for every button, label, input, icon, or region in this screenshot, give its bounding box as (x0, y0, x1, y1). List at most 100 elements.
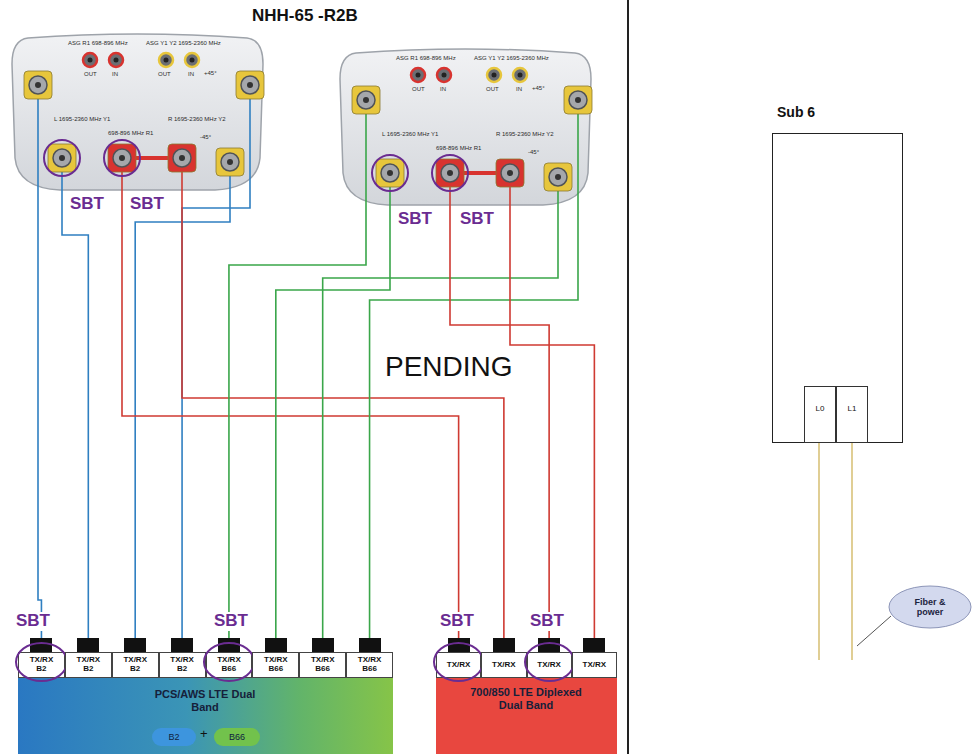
rf-port-flange (48, 144, 76, 172)
wire-stub (249, 85, 251, 192)
node-text: ASG R1 698-896 MHz (68, 40, 128, 46)
port-connector (218, 638, 240, 652)
asg-connector (513, 68, 527, 82)
rf-port-pin (555, 174, 561, 180)
port-cell: TX/RX B66 (346, 652, 393, 678)
radio-port: TX/RX (527, 638, 572, 678)
antenna-housing (12, 34, 263, 190)
coax-jumper (182, 192, 250, 638)
port-cell: TX/RX (572, 652, 617, 678)
asg-connector (83, 53, 97, 67)
node-text: 698-896 MHz R1 (436, 145, 481, 151)
port-connector (312, 638, 334, 652)
rf-port-pin (179, 155, 185, 161)
rf-port-flange (352, 86, 380, 114)
node-text: IN (440, 86, 446, 92)
rf-port-connector (173, 149, 191, 167)
node-text: -45° (200, 134, 211, 140)
divider-line (627, 0, 629, 754)
rf-port-flange (564, 86, 592, 114)
node-text: IN (188, 71, 194, 77)
radio-port: TX/RX B2 (65, 638, 112, 678)
node-text: TX/RX (489, 661, 519, 670)
node-text: Sub 6 (777, 104, 815, 120)
port-connector (265, 638, 287, 652)
rf-port-pin (447, 170, 453, 176)
node-text: TX/RX B66 (355, 656, 385, 674)
node-text: OUT (412, 86, 425, 92)
asg-connector (159, 53, 173, 67)
radio-port: TX/RX B66 (252, 638, 299, 678)
port-cell: TX/RX B66 (299, 652, 346, 678)
radio-unit-box: Sub 6L0L1 (772, 133, 903, 443)
asg-pin (164, 58, 169, 63)
coax-jumper (38, 192, 41, 638)
sbt-label: SBT (212, 612, 250, 631)
rf-port-flange (236, 71, 264, 99)
callout-bubble: Fiber & power (888, 585, 972, 629)
node-text: R 1695-2360 MHz Y2 (168, 116, 226, 122)
rf-port-flange (376, 159, 404, 187)
port-connector (171, 638, 193, 652)
asg-connector (411, 68, 425, 82)
asg-connector (109, 53, 123, 67)
wire-stub (37, 85, 39, 192)
radio-port: TX/RX B2 (112, 638, 159, 678)
sbt-label: SBT (458, 210, 496, 229)
node-text: TX/RX B66 (261, 656, 291, 674)
band-pill: B2 (152, 728, 196, 746)
rf-port-pin (507, 170, 513, 176)
coax-jumper (370, 207, 578, 638)
rf-port-flange (544, 163, 572, 191)
band-pill: B66 (214, 728, 260, 746)
radio-unit: 700/850 LTE Diplexed Dual BandTX/RXTX/RX… (436, 652, 617, 754)
leader-line (857, 616, 891, 646)
rf-port-pin (363, 97, 369, 103)
antenna-housing (340, 49, 591, 205)
sbt-label: SBT (438, 612, 476, 631)
node-text: TX/RX (444, 661, 474, 670)
asg-pin (442, 73, 447, 78)
coax-jumper (229, 207, 366, 638)
rf-port-pin (575, 97, 581, 103)
radio-port: TX/RX (481, 638, 526, 678)
coax-jumper (510, 207, 594, 638)
node-text: OUT (158, 71, 171, 77)
port-cell: TX/RX B2 (18, 652, 65, 678)
callout-outline (889, 586, 971, 628)
rf-port-flange (168, 144, 196, 172)
port-connector (538, 638, 560, 652)
port-connector (493, 638, 515, 652)
radio-port: TX/RX B66 (299, 638, 346, 678)
node-text: TX/RX B66 (214, 656, 244, 674)
sbt-ring (372, 155, 408, 191)
asg-pin (190, 58, 195, 63)
rf-port-connector (381, 164, 399, 182)
rf-port-flange (216, 148, 244, 176)
node-text: +45° (532, 85, 545, 91)
asg-connector (437, 68, 451, 82)
node-text: TX/RX B66 (308, 656, 338, 674)
node-text: TX/RX B2 (167, 656, 197, 674)
asg-connector (185, 53, 199, 67)
rf-port-connector (113, 149, 131, 167)
port-cell: TX/RX B2 (159, 652, 206, 678)
asg-pin (492, 73, 497, 78)
radio-port: TX/RX B2 (18, 638, 65, 678)
node-text: ASG R1 698-896 MHz (396, 55, 456, 61)
coax-jumper (62, 192, 88, 638)
rf-port-connector (549, 168, 567, 186)
node-text: L 1695-2360 MHz Y1 (382, 131, 438, 137)
rf-port-flange (24, 71, 52, 99)
rf-port-connector (221, 153, 239, 171)
node-text: TX/RX B2 (26, 656, 56, 674)
sbt-label: SBT (396, 210, 434, 229)
node-text: L1 (848, 404, 857, 413)
port-connector (77, 638, 99, 652)
fiber-port: L1 (836, 386, 868, 443)
node-text: L0 (816, 404, 825, 413)
sbt-label: SBT (68, 195, 106, 214)
port-connector (359, 638, 381, 652)
antenna-node: ASG R1 698-896 MHzOUTINASG Y1 Y2 1695-23… (10, 30, 265, 192)
asg-pin (114, 58, 119, 63)
